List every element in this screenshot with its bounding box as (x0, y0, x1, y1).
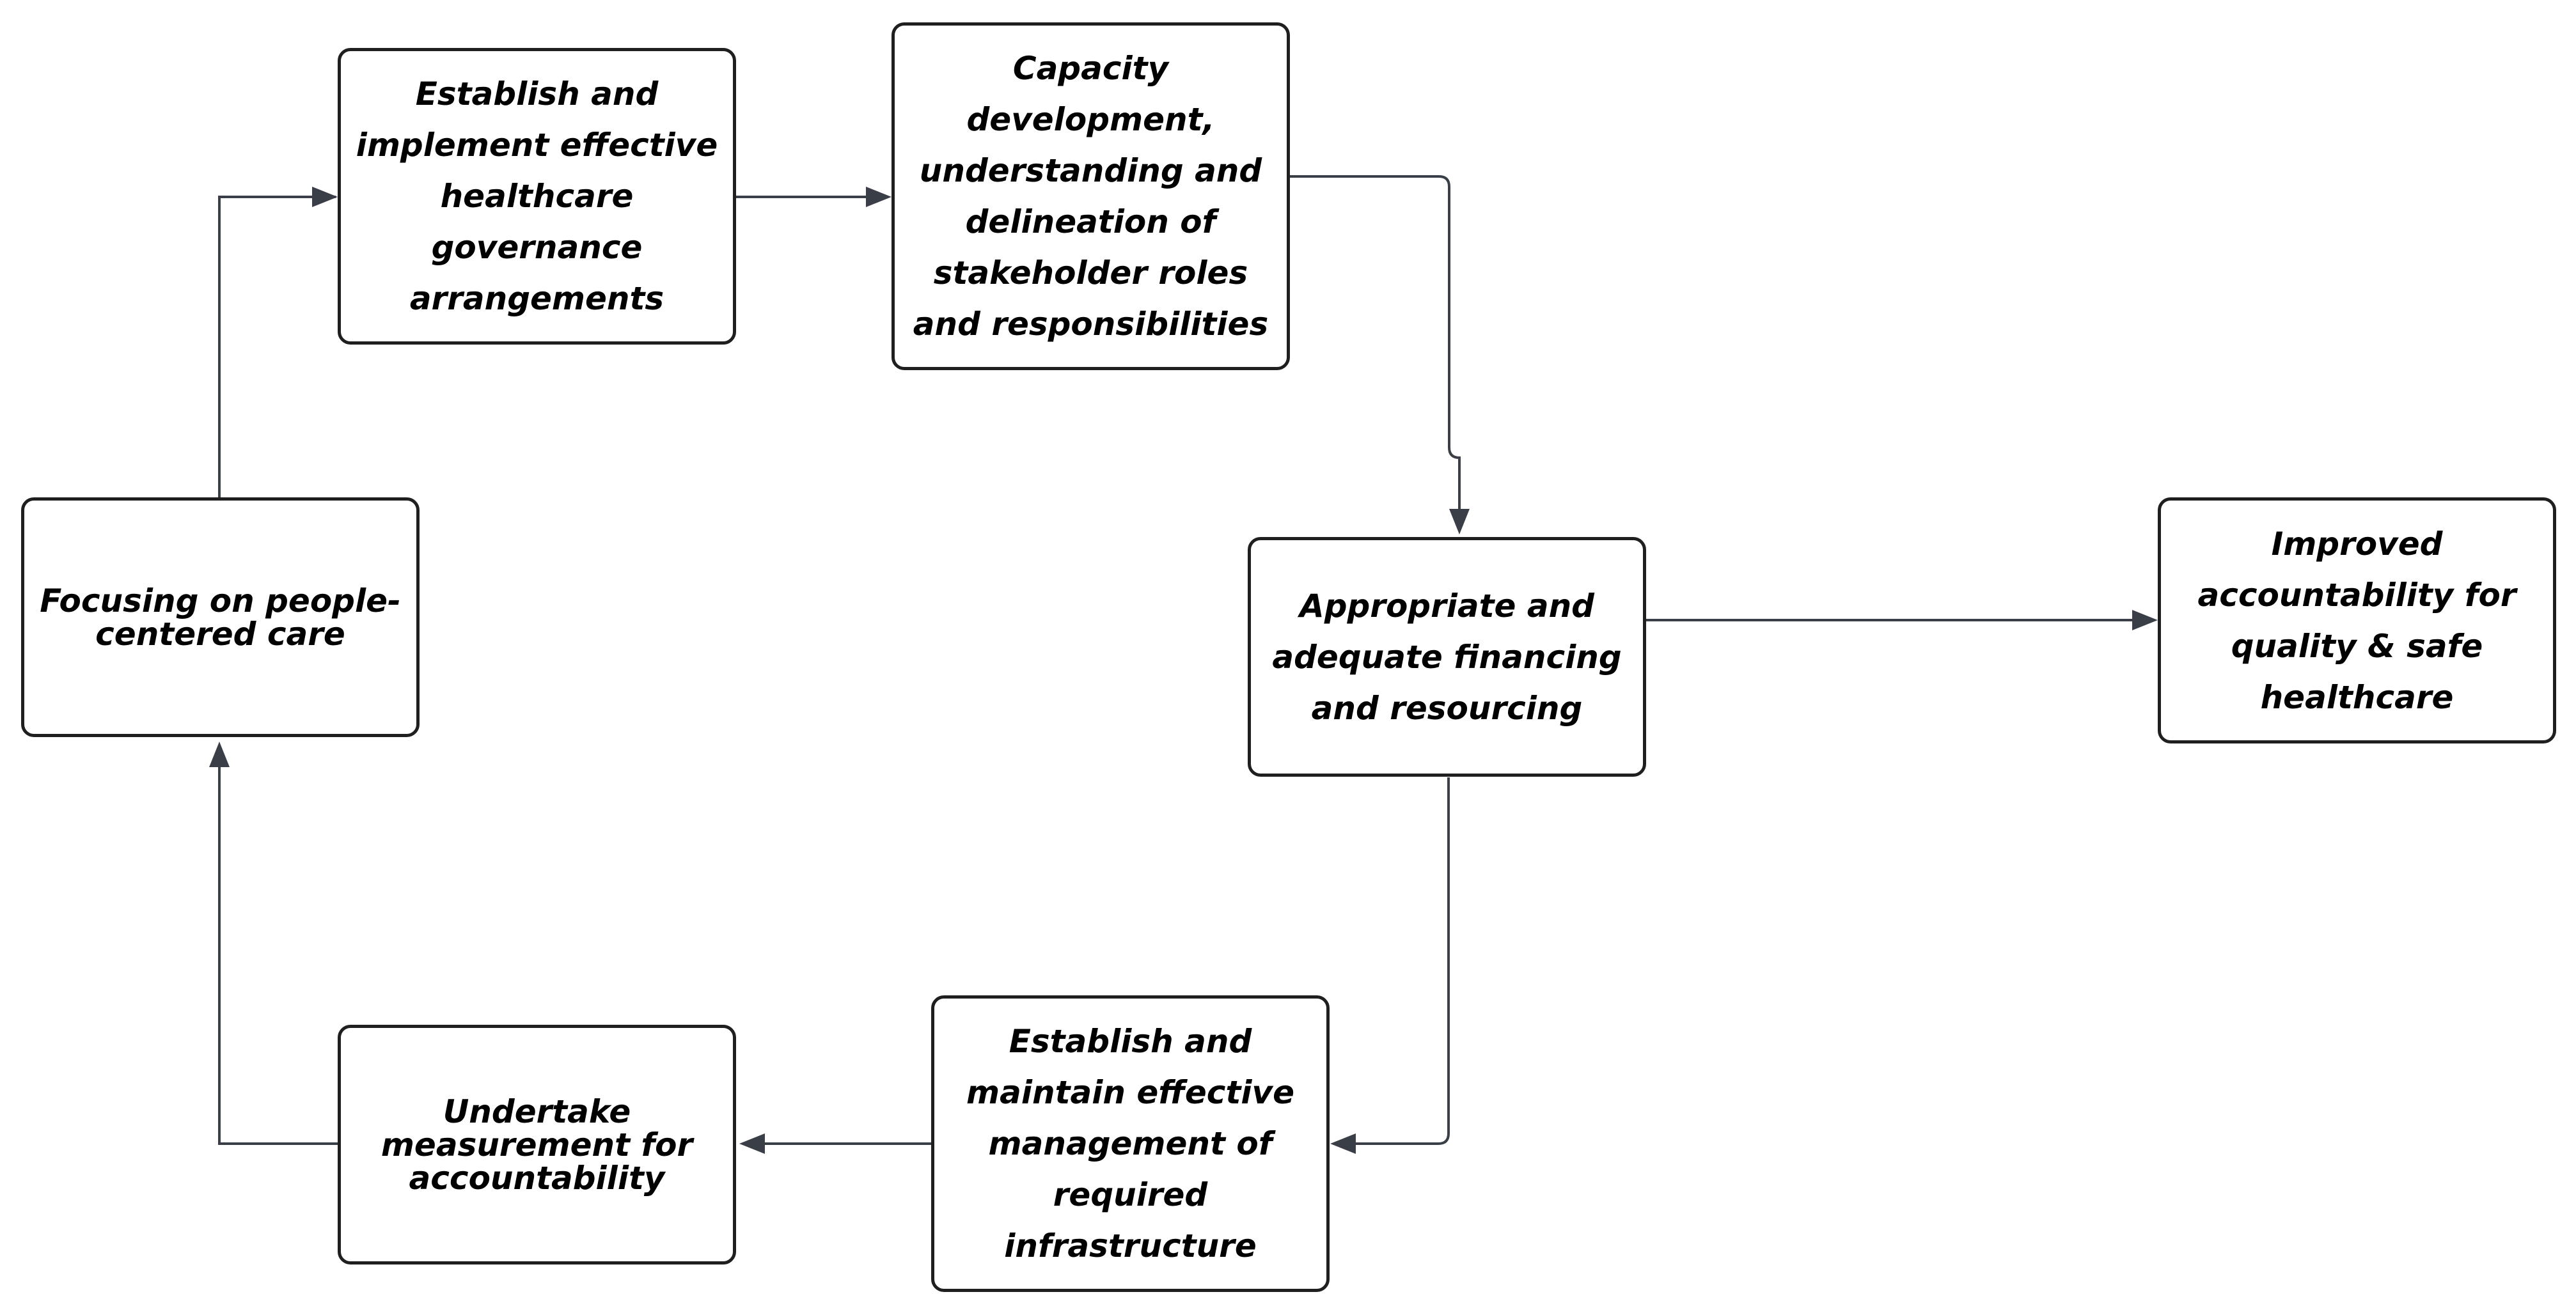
node-people-centered-care: Focusing on people-centered care (21, 497, 420, 737)
node-infrastructure: Establish and maintain effective managem… (931, 995, 1330, 1292)
node-governance-label: Establish and implement effective health… (356, 75, 718, 317)
arrowhead-measurement (739, 1133, 765, 1154)
arrowhead-infrastructure (1330, 1133, 1356, 1154)
node-measurement: Undertake measurement for accountability (338, 1025, 736, 1264)
edge-capacity-to-financing (1289, 175, 1461, 511)
node-financing: Appropriate and adequate financing and r… (1248, 537, 1646, 777)
arrowhead-outcome (2132, 610, 2158, 630)
arrowhead-people-care (209, 742, 230, 767)
node-capacity-development-label: Capacity development, understanding and … (913, 50, 1269, 343)
edge-measurement-to-people-care (218, 767, 338, 1145)
node-people-centered-care-label: Focusing on people-centered care (40, 582, 401, 653)
arrowhead-capacity (866, 187, 891, 207)
node-outcome-label: Improved accountability for quality & sa… (2197, 525, 2517, 716)
node-outcome: Improved accountability for quality & sa… (2158, 497, 2556, 743)
edge-financing-to-infrastructure (1356, 777, 1450, 1145)
node-financing-label: Appropriate and adequate financing and r… (1272, 587, 1622, 727)
arrowhead-financing (1449, 509, 1470, 534)
edge-people-care-to-governance (218, 196, 336, 497)
node-capacity-development: Capacity development, understanding and … (891, 22, 1290, 370)
node-measurement-label: Undertake measurement for accountability (381, 1093, 693, 1197)
node-governance: Establish and implement effective health… (338, 48, 736, 345)
arrowhead-governance (312, 187, 338, 207)
node-infrastructure-label: Establish and maintain effective managem… (966, 1023, 1294, 1264)
